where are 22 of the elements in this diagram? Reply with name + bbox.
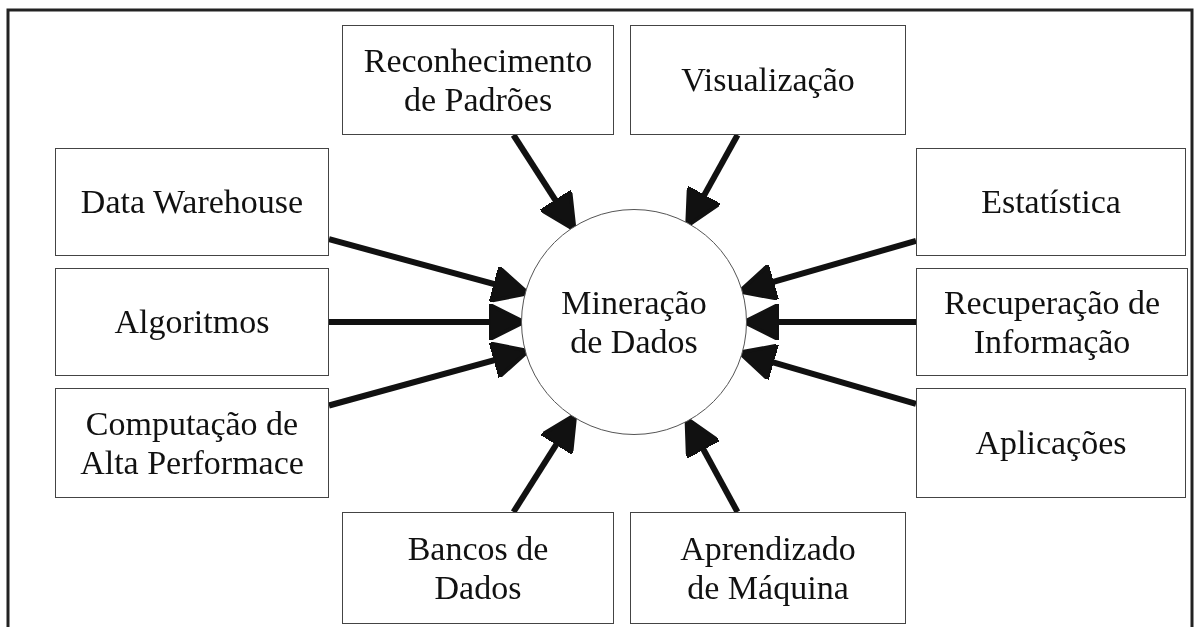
arrow — [510, 133, 577, 232]
node-label: Aprendizado de Máquina — [679, 528, 857, 608]
node-label: Aplicações — [975, 423, 1127, 463]
node-label: Estatística — [981, 182, 1121, 222]
topic-box — [342, 512, 614, 624]
topic-box — [630, 25, 906, 135]
topic-box — [916, 388, 1186, 498]
node-label: Mineração de Dados — [560, 282, 708, 362]
topic-box — [630, 512, 906, 624]
topic-box — [55, 388, 329, 498]
node-label: Reconhecimento de Padrões — [362, 40, 594, 120]
topic-box — [55, 268, 329, 376]
topic-box — [916, 268, 1188, 376]
node-label: Data Warehouse — [80, 182, 304, 222]
node-label: Recuperação de Informação — [942, 282, 1162, 362]
node-label: Visualização — [681, 60, 855, 100]
topic-box — [916, 148, 1186, 256]
node-label: Computação de Alta Performace — [79, 403, 305, 483]
topic-box — [342, 25, 614, 135]
node-label: Bancos de Dados — [406, 528, 550, 608]
topic-box — [55, 148, 329, 256]
node-label: Algoritmos — [114, 302, 270, 342]
